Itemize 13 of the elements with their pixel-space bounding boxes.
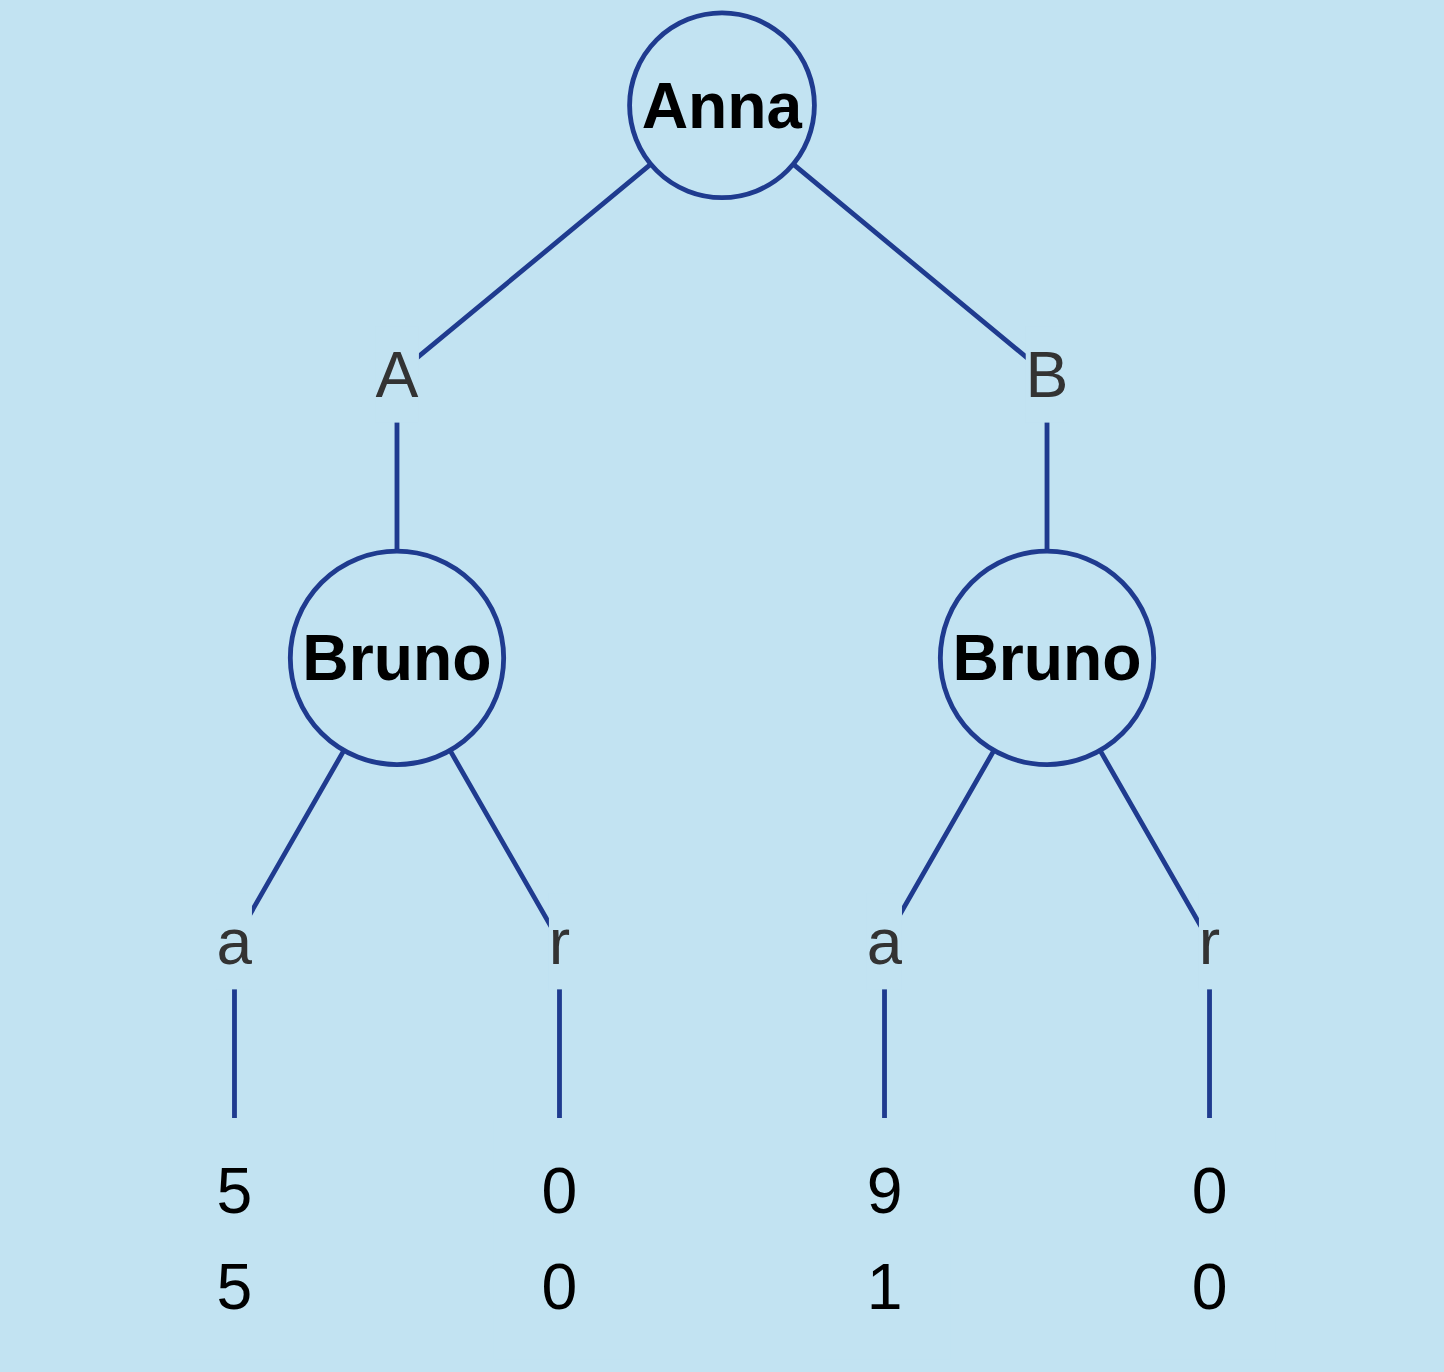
edge-label: A	[375, 339, 419, 410]
edge-label: r	[548, 905, 571, 977]
edge-label: B	[1025, 339, 1069, 410]
node-text: 0 0	[1191, 1155, 1228, 1323]
edge-label: r	[1198, 905, 1221, 977]
edge-label: a	[216, 905, 253, 977]
node-text: 5 5	[216, 1155, 253, 1323]
node-text: 9 1	[866, 1155, 903, 1323]
node-circle: Bruno	[287, 548, 507, 767]
node-text: 0 0	[541, 1155, 578, 1323]
edge-label: a	[866, 905, 903, 977]
node-circle: Bruno	[937, 548, 1157, 767]
node-circle: Anna	[627, 10, 817, 201]
